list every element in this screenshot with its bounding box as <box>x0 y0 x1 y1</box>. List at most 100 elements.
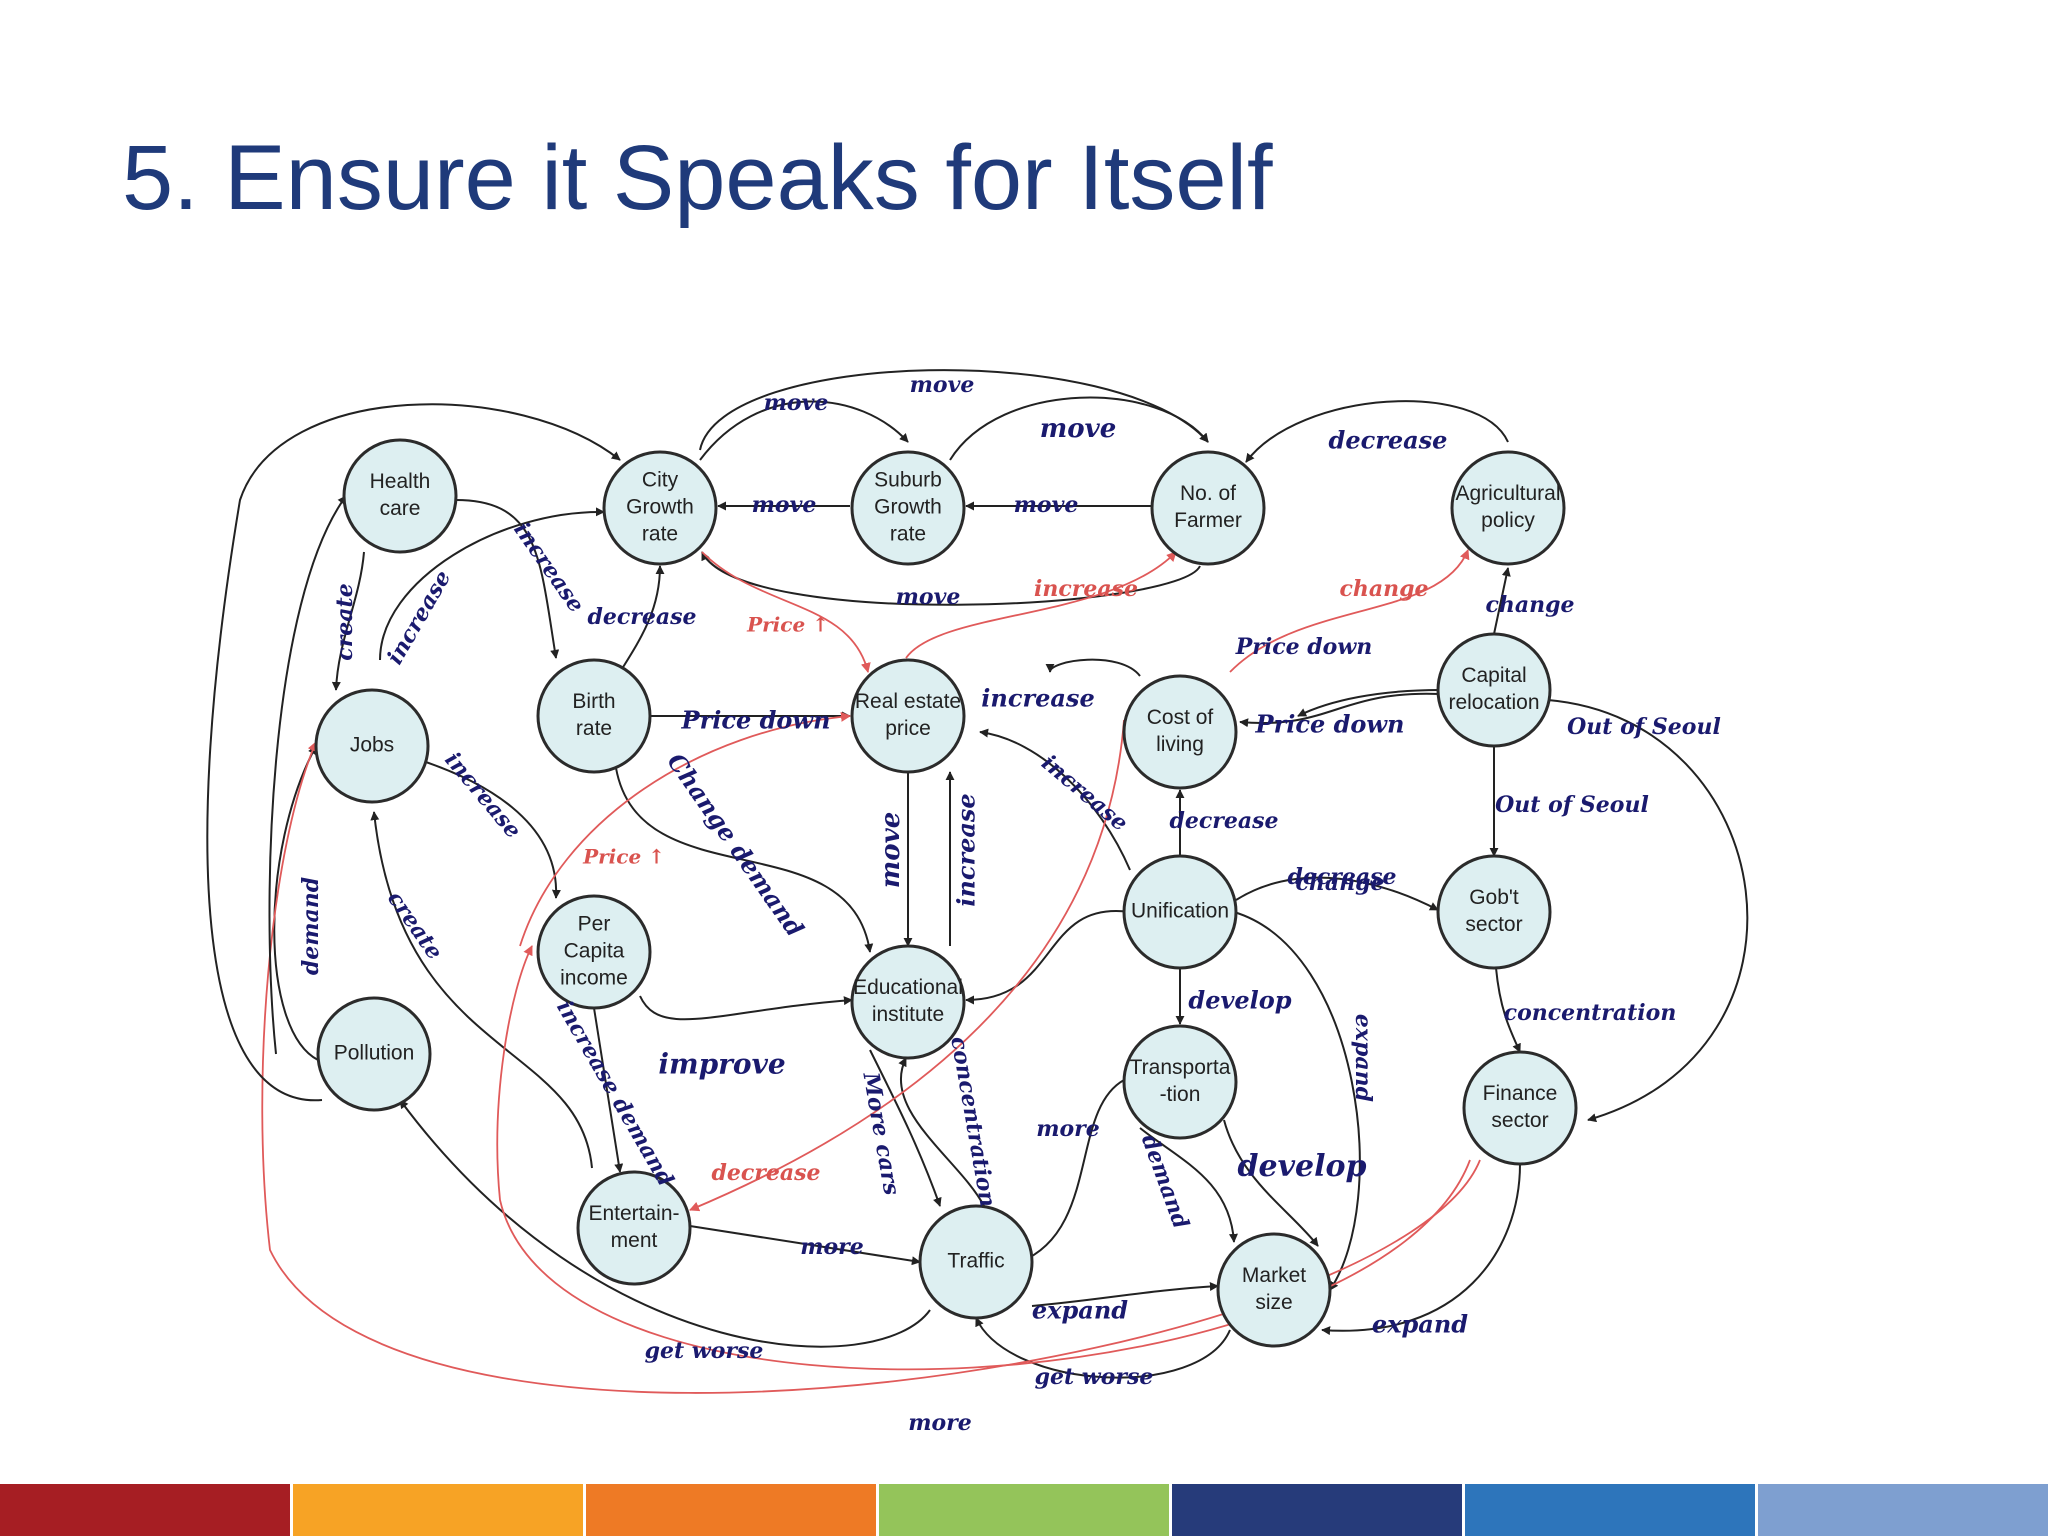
footer-color-segment <box>1465 1484 1758 1536</box>
edge-label: decrease <box>711 1160 820 1186</box>
node-circle <box>918 1204 1034 1320</box>
edge-arrow <box>979 728 1131 871</box>
node-circle <box>536 658 652 774</box>
node-circle <box>1450 450 1566 566</box>
edge-label: increase demand <box>551 996 678 1191</box>
node-circle <box>1122 854 1238 970</box>
edge-label: change <box>1339 576 1428 602</box>
edge-arrow <box>701 551 871 673</box>
node-circle <box>1150 450 1266 566</box>
edge-arrow <box>455 499 560 659</box>
edge-arrow <box>519 711 851 947</box>
node-label: Market <box>1242 1264 1306 1287</box>
node-label: sector <box>1491 1109 1548 1132</box>
edge-label: create <box>332 583 358 660</box>
edge-label: move <box>896 584 961 610</box>
edge-label: move <box>752 492 817 518</box>
edge-label: More cars <box>857 1070 904 1198</box>
edge-label: demand <box>298 877 324 975</box>
node-label: Entertain- <box>588 1202 679 1225</box>
edge-label: Price ↑ <box>746 613 829 637</box>
footer-color-segment <box>293 1484 586 1536</box>
node-label: price <box>885 717 931 740</box>
edge-arrow <box>949 396 1209 461</box>
node-circle <box>1216 1232 1332 1348</box>
edge-arrow <box>1235 876 1439 911</box>
edge-arrow <box>1547 699 1749 1123</box>
edge-label: move <box>876 812 906 889</box>
node-realestate: Real estate price <box>850 658 966 774</box>
edge-arrow <box>268 495 347 1055</box>
edge-arrow <box>619 565 665 673</box>
node-circle <box>576 1170 692 1286</box>
node-circle <box>850 658 966 774</box>
edge-label: demand <box>1136 1131 1194 1232</box>
edge-arrow <box>1223 1119 1319 1247</box>
edge-arrow <box>905 551 1177 659</box>
edge-label: increase <box>508 517 589 617</box>
edge-label: get worse <box>1035 1364 1154 1390</box>
edge-label: move <box>910 372 975 398</box>
edge-label: expand <box>1032 1296 1128 1325</box>
node-label: income <box>560 967 628 990</box>
edge-arrow <box>206 403 621 1102</box>
edge-label: more <box>1036 1116 1100 1142</box>
footer-color-segment <box>1758 1484 2048 1536</box>
node-jobs: Jobs <box>314 688 430 804</box>
edge-arrow <box>1495 967 1521 1053</box>
edge-label: move <box>764 390 829 416</box>
node-circle <box>536 894 652 1010</box>
node-label: relocation <box>1448 691 1539 714</box>
node-label: size <box>1255 1291 1292 1314</box>
edge-label: develop <box>1238 1149 1367 1184</box>
node-label: No. of <box>1180 482 1236 505</box>
node-label: Pollution <box>334 1042 415 1065</box>
node-label: rate <box>642 523 678 546</box>
node-label: ment <box>611 1229 658 1252</box>
node-label: Capita <box>564 940 625 963</box>
footer-color-segment <box>879 1484 1172 1536</box>
edge-label: Price down <box>1255 710 1405 739</box>
edge-label: more <box>800 1234 864 1260</box>
footer-color-segment <box>586 1484 879 1536</box>
edge-arrow <box>639 995 853 1021</box>
node-label: Jobs <box>350 734 394 757</box>
node-label: care <box>380 497 421 520</box>
edge-arrow <box>615 767 874 953</box>
node-circle <box>1122 1024 1238 1140</box>
node-label: Transporta <box>1130 1056 1231 1079</box>
edge-arrow <box>370 811 593 1169</box>
edge-arrow <box>689 1225 921 1266</box>
edge-label: decrease <box>1169 808 1278 834</box>
edge-label: increase <box>439 747 526 843</box>
edge-arrow <box>689 719 1125 1212</box>
slide-title: 5. Ensure it Speaks for Itself <box>122 127 1273 229</box>
node-entertain: Entertain-ment <box>576 1170 692 1286</box>
node-label: Health <box>370 470 431 493</box>
color-footer-bar <box>0 1484 2048 1536</box>
edge-arrow <box>975 1317 1231 1379</box>
edge-label: concentration <box>1504 1000 1677 1026</box>
edge-label: decrease <box>1287 864 1396 890</box>
edge-label: increase <box>1034 576 1138 602</box>
node-label: Birth <box>572 690 615 713</box>
edge-label: Price ↑ <box>582 845 665 869</box>
node-circle <box>1436 854 1552 970</box>
footer-color-segment <box>0 1484 293 1536</box>
edge-label: get worse <box>645 1338 764 1364</box>
edge-arrow <box>379 507 605 661</box>
edge-arrow <box>1045 658 1141 677</box>
edge-arrow <box>699 400 909 461</box>
node-label: sector <box>1465 913 1522 936</box>
edge-arrow <box>869 1049 942 1207</box>
edge-label: change <box>1295 870 1384 896</box>
node-pollution: Pollution <box>316 996 432 1112</box>
edge-label: move <box>1040 414 1117 444</box>
node-market: Market size <box>1216 1232 1332 1348</box>
node-label: Real estate <box>855 690 961 713</box>
node-circle <box>602 450 718 566</box>
